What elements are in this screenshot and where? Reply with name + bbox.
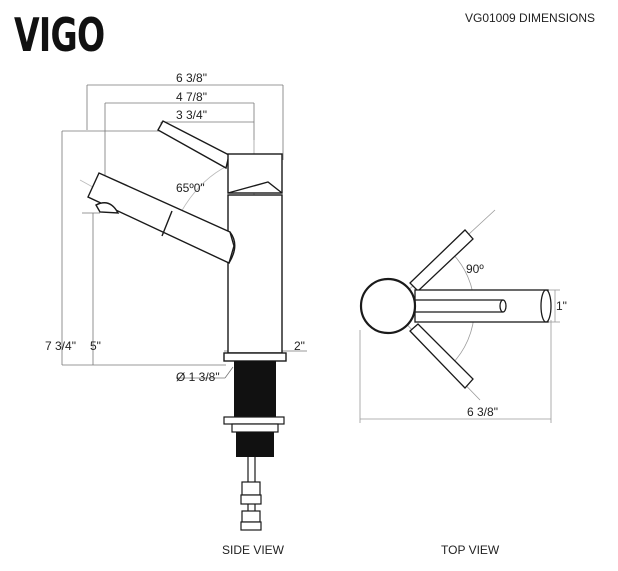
side-view-label: SIDE VIEW — [222, 543, 285, 557]
dim-total-height: 7 3/4" — [45, 339, 76, 353]
dim-rotation-angle: 90º — [466, 262, 484, 276]
page-title: VG01009 DIMENSIONS — [465, 11, 596, 25]
dim-spout-to-body: 4 7/8" — [176, 90, 207, 104]
dim-mount-hole: Ø 1 3/8" — [176, 370, 220, 384]
dim-body-diameter: 2" — [294, 339, 305, 353]
dim-overall-width: 6 3/8" — [176, 71, 207, 85]
dim-handle-reach: 3 3/4" — [176, 108, 207, 122]
dim-spout-height: 5" — [90, 339, 101, 353]
dim-overall-length: 6 3/8" — [467, 405, 498, 419]
dim-handle-angle: 65º0" — [176, 181, 205, 195]
top-view-label: TOP VIEW — [441, 543, 500, 557]
vigo-logo: VIGO — [14, 8, 105, 62]
dim-spout-diameter: 1" — [556, 299, 567, 313]
